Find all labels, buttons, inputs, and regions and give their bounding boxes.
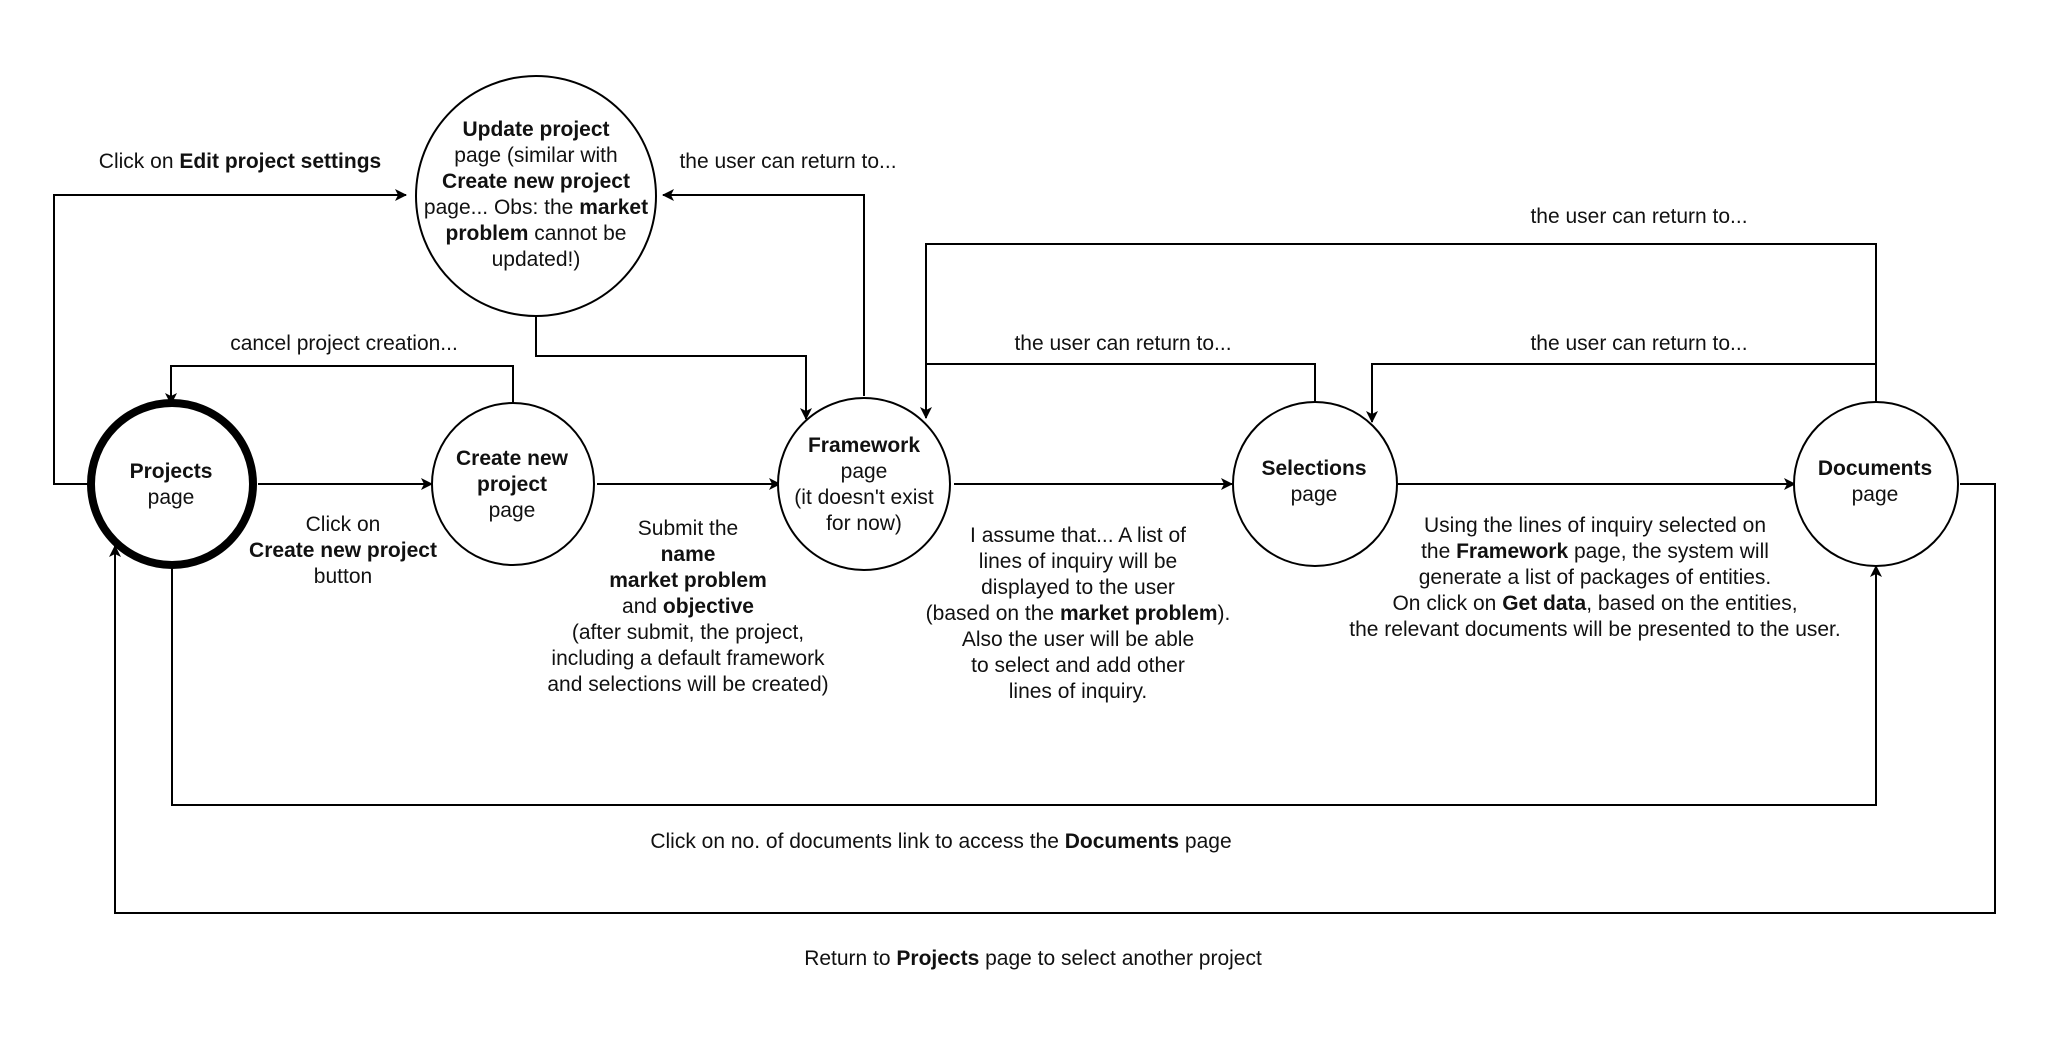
node-framework-page [777, 397, 951, 571]
return-from-documents-top-label: the user can return to... [1530, 205, 1748, 228]
node-create-new-project [431, 402, 595, 566]
node-documents-page [1793, 401, 1959, 567]
edit-settings-label: Click on Edit project settings [98, 150, 382, 173]
edge-documents-to-framework [925, 243, 1877, 402]
return-to-update-label: the user can return to... [679, 150, 897, 173]
return-from-documents-label: the user can return to... [1530, 332, 1748, 355]
return-from-selections-label: the user can return to... [1014, 332, 1232, 355]
node-selections-page [1232, 401, 1398, 567]
edge-update-to-framework [535, 316, 812, 420]
cancel-creation-label: cancel project creation... [230, 332, 458, 355]
node-update-project [415, 75, 657, 317]
edge-projects-to-documents [171, 565, 1882, 806]
edge-documents-to-selections [1366, 363, 1877, 423]
edge-documents-to-projects [109, 483, 1996, 914]
edge-create-to-projects [165, 365, 514, 405]
edge-projects-to-update [53, 189, 407, 485]
return-to-projects-label: Return to Projects page to select anothe… [804, 947, 1262, 970]
edge-selections-to-framework [920, 363, 1316, 419]
node-projects-page [87, 399, 257, 569]
documents-link-label: Click on no. of documents link to access… [650, 830, 1232, 853]
edge-framework-to-update [662, 189, 865, 396]
